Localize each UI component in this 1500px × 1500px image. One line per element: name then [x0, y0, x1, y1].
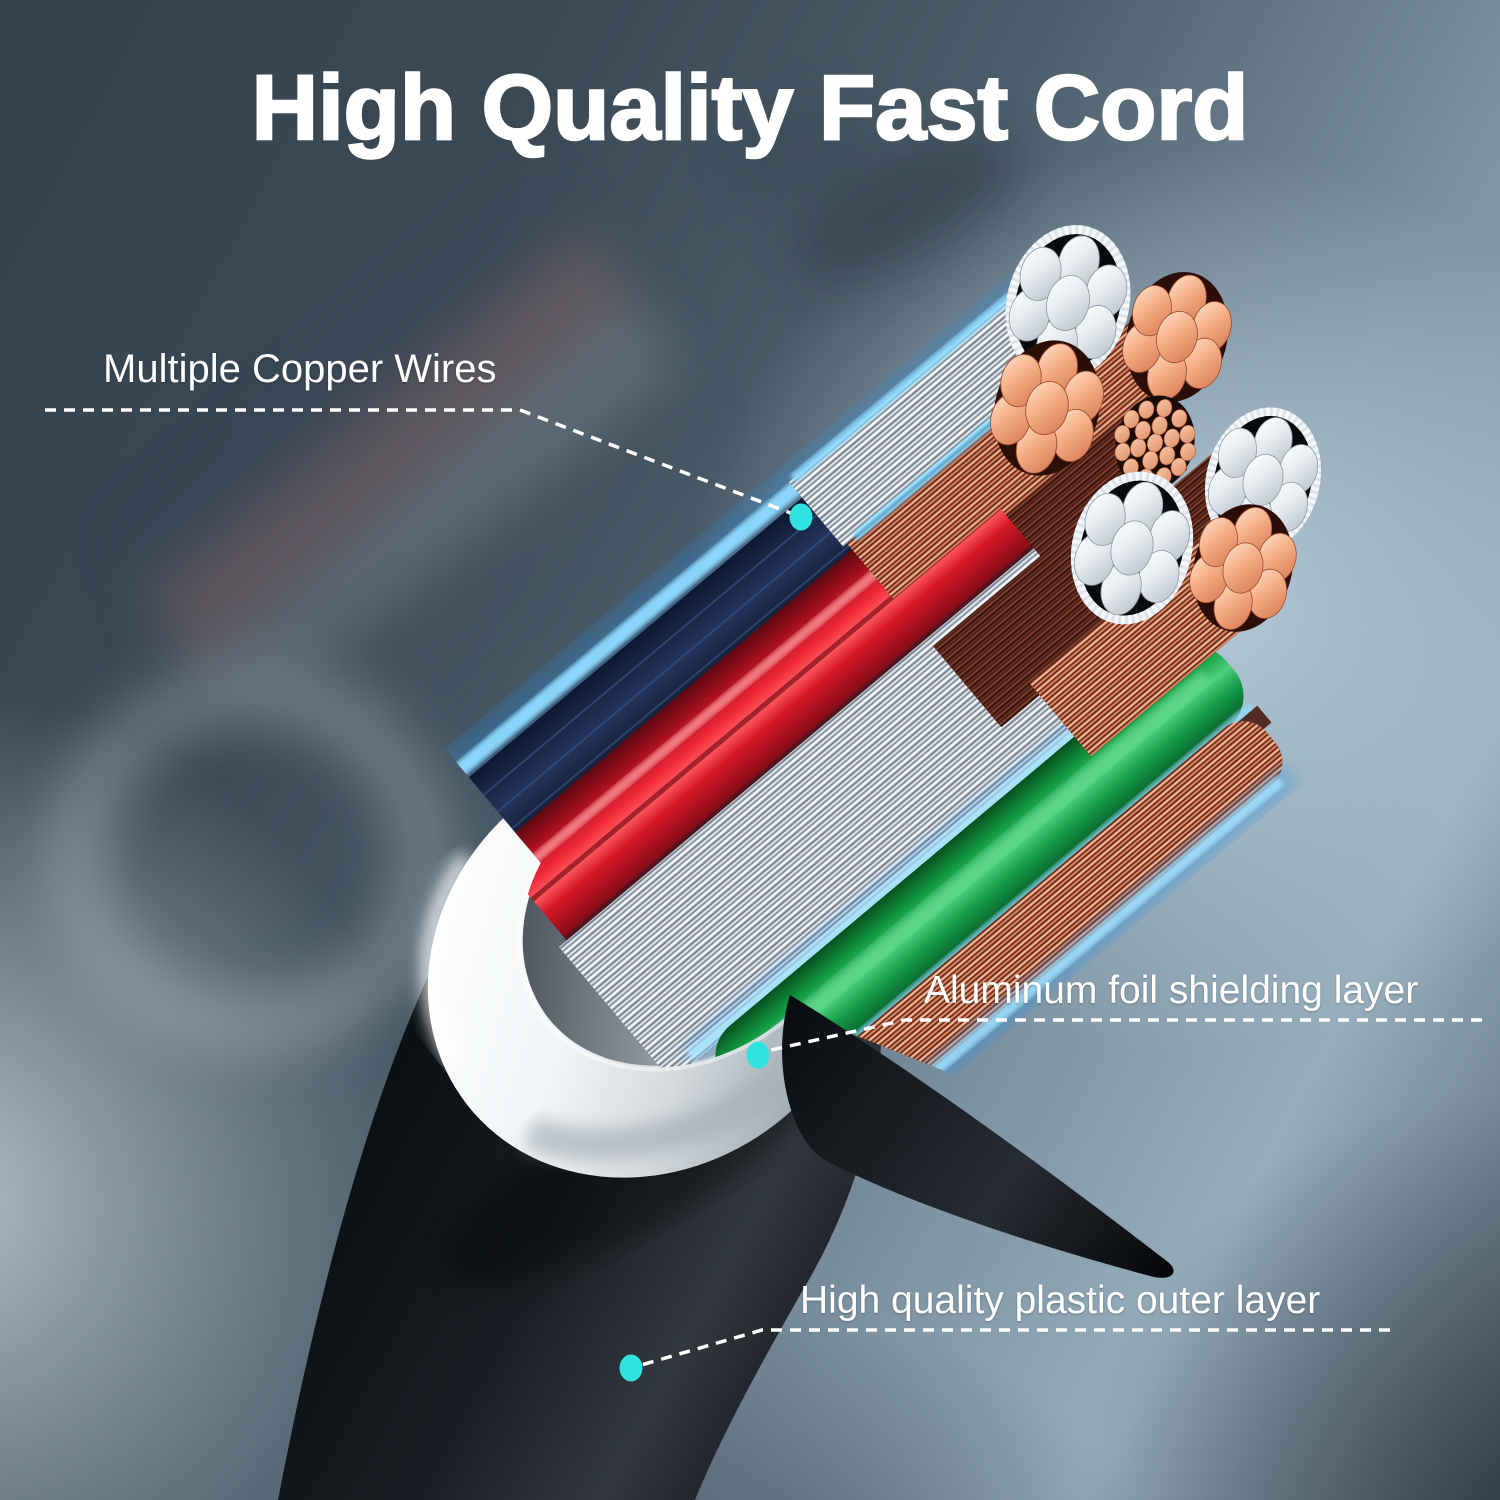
marker-dot-aluminum-foil-icon [746, 1041, 770, 1069]
copper-wire-bundle [990, 340, 1104, 476]
page-title: High Quality Fast Cord [250, 56, 1249, 161]
stranded-core-bundle [1114, 395, 1196, 491]
leader-line-plastic-outer [630, 1328, 1390, 1370]
shielded-wire-bundle [1005, 225, 1131, 381]
ghost-cable-reflection [45, 101, 1019, 1055]
leader-line-aluminum-foil [757, 1018, 1482, 1055]
label-plastic-outer-layer: High quality plastic outer layer [800, 1279, 1321, 1322]
copper-wire-bundle [1189, 504, 1297, 632]
label-aluminum-foil-shielding: Aluminum foil shielding layer [924, 969, 1419, 1012]
shielded-wire-bundle [1070, 471, 1194, 625]
copper-wire-bundle [1122, 271, 1232, 403]
jacket-peel-wedge [782, 995, 1174, 1278]
leader-line-copper-wires [45, 408, 802, 519]
label-multiple-copper-wires: Multiple Copper Wires [103, 347, 497, 391]
marker-dot-plastic-outer-icon [619, 1354, 643, 1382]
annotation-leaders [45, 408, 1482, 1382]
marker-dot-copper-wires-icon [789, 503, 813, 531]
